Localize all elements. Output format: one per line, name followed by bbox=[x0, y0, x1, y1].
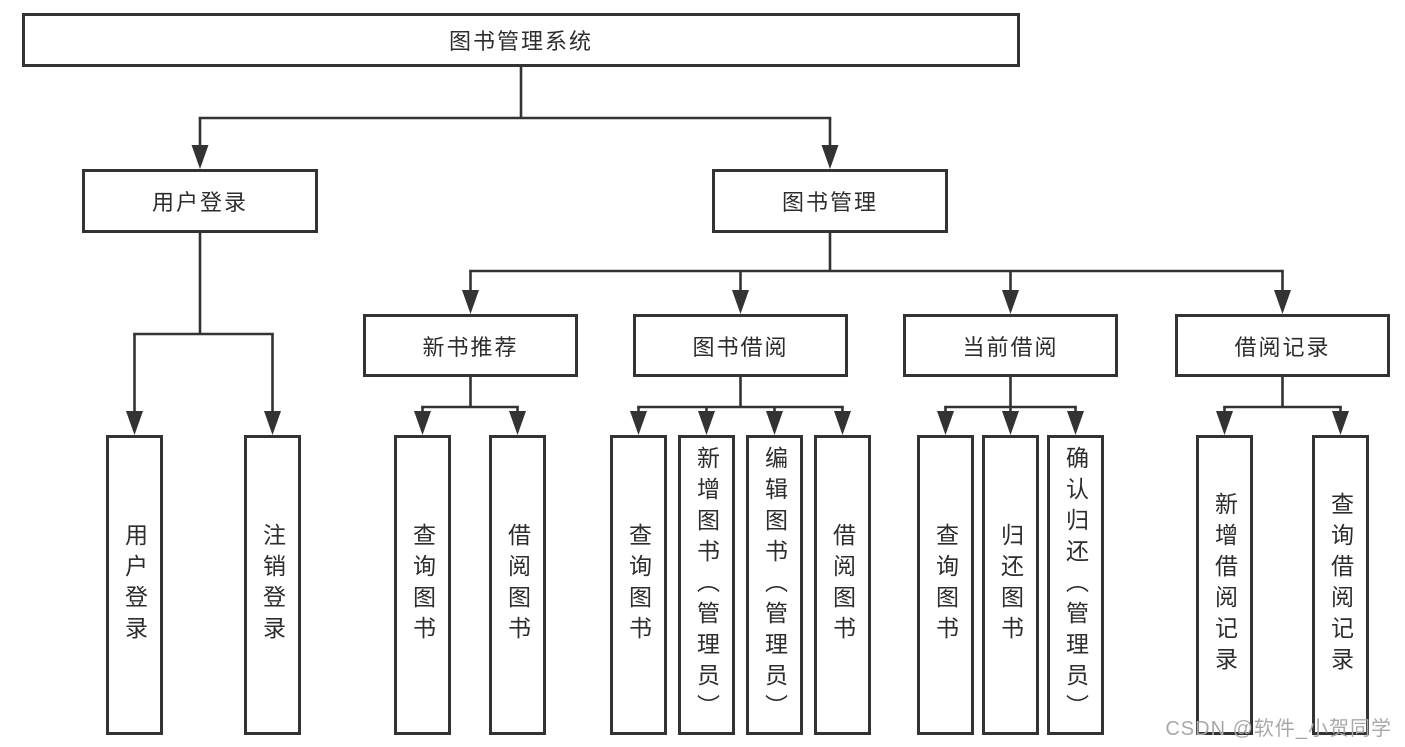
node-cb-confirm-return: 确认归还（管理员） bbox=[1047, 435, 1104, 735]
node-user-login-label: 用户登录 bbox=[151, 190, 248, 215]
node-bb-edit-books-label: 编辑图书（管理员） bbox=[761, 445, 788, 725]
node-bb-edit-books: 编辑图书（管理员） bbox=[746, 435, 803, 735]
arrowhead-down-icon bbox=[1067, 411, 1084, 435]
node-login-leaf-label: 用户登录 bbox=[121, 523, 148, 647]
arrowhead-down-icon bbox=[1332, 411, 1349, 435]
arrowhead-down-icon bbox=[1002, 290, 1019, 314]
arrowhead-down-icon bbox=[509, 411, 526, 435]
node-bb-borrow-books-label: 借阅图书 bbox=[829, 523, 856, 647]
node-bb-query-books: 查询图书 bbox=[610, 435, 667, 735]
arrowhead-down-icon bbox=[630, 411, 647, 435]
node-current-borrowing: 当前借阅 bbox=[903, 314, 1118, 377]
node-root: 图书管理系统 bbox=[22, 13, 1020, 67]
node-login-leaf: 用户登录 bbox=[106, 435, 163, 735]
node-logout-leaf: 注销登录 bbox=[244, 435, 301, 735]
arrowhead-down-icon bbox=[698, 411, 715, 435]
node-user-login: 用户登录 bbox=[82, 169, 318, 233]
node-book-management: 图书管理 bbox=[712, 169, 948, 233]
node-cb-return-books: 归还图书 bbox=[982, 435, 1039, 735]
arrowhead-down-icon bbox=[821, 145, 839, 169]
node-cb-query-books-label: 查询图书 bbox=[932, 523, 959, 647]
node-bb-query-books-label: 查询图书 bbox=[625, 523, 652, 647]
arrowhead-down-icon bbox=[264, 411, 281, 435]
arrowhead-down-icon bbox=[766, 411, 783, 435]
arrowhead-down-icon bbox=[414, 411, 431, 435]
node-nbr-borrow-books: 借阅图书 bbox=[489, 435, 546, 735]
node-nbr-query-books: 查询图书 bbox=[394, 435, 451, 735]
node-br-add-record-label: 新增借阅记录 bbox=[1211, 492, 1238, 678]
arrowhead-down-icon bbox=[1002, 411, 1019, 435]
arrowhead-down-icon bbox=[732, 290, 749, 314]
node-bb-add-books-label: 新增图书（管理员） bbox=[693, 445, 720, 725]
node-new-book-recommend: 新书推荐 bbox=[363, 314, 578, 377]
node-borrowing-records-label: 借阅记录 bbox=[1234, 334, 1331, 360]
node-new-book-recommend-label: 新书推荐 bbox=[422, 334, 519, 360]
node-book-management-label: 图书管理 bbox=[781, 190, 878, 215]
arrowhead-down-icon bbox=[191, 145, 209, 169]
node-root-label: 图书管理系统 bbox=[448, 29, 593, 54]
arrowhead-down-icon bbox=[834, 411, 851, 435]
node-br-add-record: 新增借阅记录 bbox=[1196, 435, 1253, 735]
node-cb-query-books: 查询图书 bbox=[917, 435, 974, 735]
arrowhead-down-icon bbox=[126, 411, 143, 435]
node-bb-borrow-books: 借阅图书 bbox=[814, 435, 871, 735]
node-logout-leaf-label: 注销登录 bbox=[259, 523, 286, 647]
node-cb-confirm-return-label: 确认归还（管理员） bbox=[1062, 445, 1089, 725]
node-br-query-record-label: 查询借阅记录 bbox=[1327, 492, 1354, 678]
node-br-query-record: 查询借阅记录 bbox=[1312, 435, 1369, 735]
node-nbr-borrow-books-label: 借阅图书 bbox=[504, 523, 531, 647]
node-book-borrowing-label: 图书借阅 bbox=[692, 334, 789, 360]
arrowhead-down-icon bbox=[1274, 290, 1291, 314]
watermark: CSDN @软件_小贺同学 bbox=[1165, 718, 1392, 740]
arrowhead-down-icon bbox=[1216, 411, 1233, 435]
node-borrowing-records: 借阅记录 bbox=[1175, 314, 1390, 377]
node-current-borrowing-label: 当前借阅 bbox=[962, 334, 1059, 360]
node-cb-return-books-label: 归还图书 bbox=[997, 523, 1024, 647]
node-nbr-query-books-label: 查询图书 bbox=[409, 523, 436, 647]
node-bb-add-books: 新增图书（管理员） bbox=[678, 435, 735, 735]
node-book-borrowing: 图书借阅 bbox=[633, 314, 848, 377]
arrowhead-down-icon bbox=[937, 411, 954, 435]
arrowhead-down-icon bbox=[462, 290, 479, 314]
